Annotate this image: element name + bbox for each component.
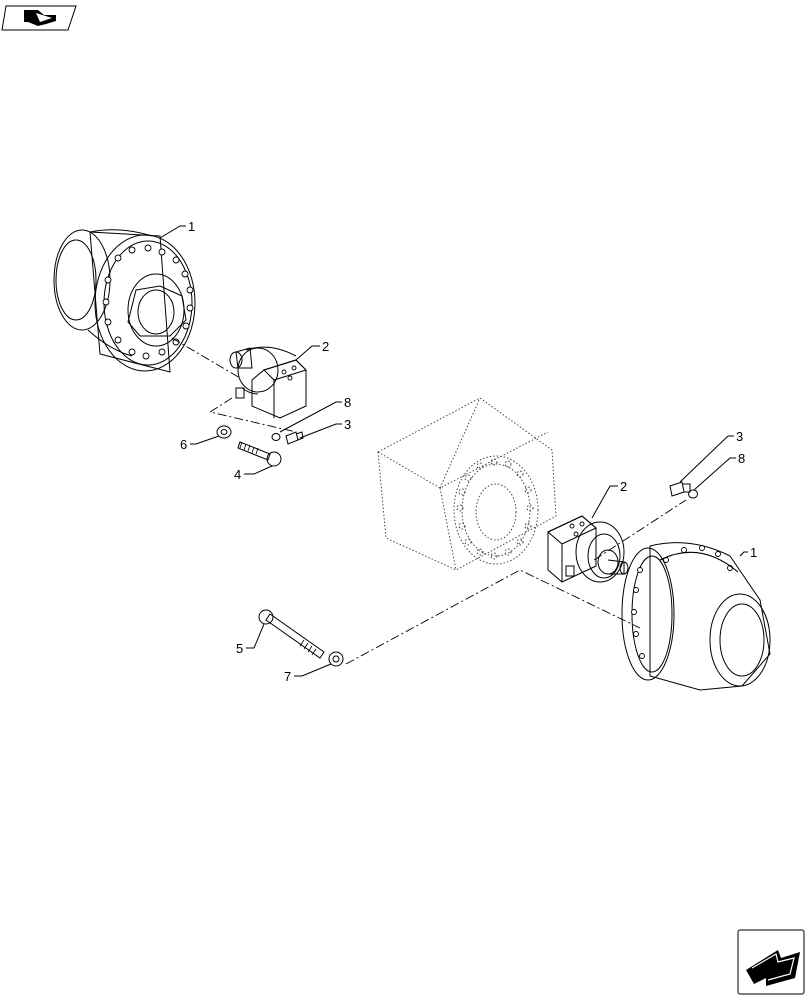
left-washer <box>216 425 232 439</box>
callout-6: 6 <box>180 437 187 452</box>
right-washer <box>328 651 344 667</box>
right-hydraulic-motor <box>547 515 629 583</box>
callout-7: 7 <box>284 669 291 684</box>
callout-8-right: 8 <box>738 451 745 466</box>
callout-leaders <box>159 225 748 677</box>
callout-1-right: 1 <box>750 545 757 560</box>
left-hydraulic-motor <box>229 346 307 419</box>
left-wheel-hub <box>53 229 196 373</box>
assembly-lines <box>171 337 687 665</box>
left-bolt <box>237 441 282 467</box>
housing-outline <box>377 397 557 571</box>
long-bolt <box>258 609 325 659</box>
callout-3-right: 3 <box>736 429 743 444</box>
left-seal-ring <box>271 433 281 441</box>
callout-2-right: 2 <box>620 479 627 494</box>
callout-3-left: 3 <box>344 417 351 432</box>
right-fitting <box>669 481 691 497</box>
callout-4: 4 <box>234 467 241 482</box>
callout-2-left: 2 <box>322 339 329 354</box>
callout-1-left: 1 <box>188 219 195 234</box>
callout-8-left: 8 <box>344 395 351 410</box>
view-orientation-icon[interactable] <box>1 5 77 31</box>
callout-5: 5 <box>236 641 243 656</box>
right-wheel-hub <box>621 542 771 691</box>
navigation-arrow-icon[interactable] <box>737 929 805 995</box>
right-seal-ring <box>688 489 698 499</box>
left-fitting <box>285 431 304 445</box>
